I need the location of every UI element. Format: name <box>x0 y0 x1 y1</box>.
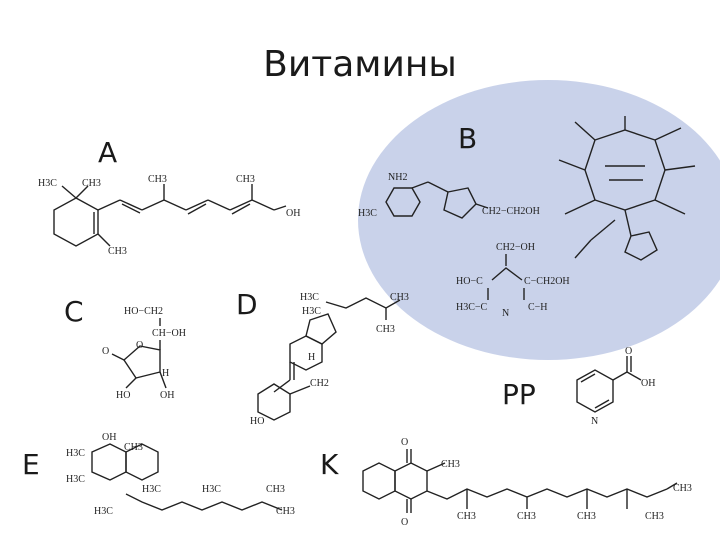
vitamin-k-chain-ch3-5: CH3 <box>673 483 692 494</box>
vitamin-a-structure: H3C CH3 CH3 CH3 OH CH3 <box>38 174 300 257</box>
label-vitamin-e: E <box>22 448 40 481</box>
vitamin-d-ch3-a: CH3 <box>390 292 409 303</box>
vitamin-b6-structure: CH2−OH HO−C C−CH2OH H3C−C N C−H <box>456 242 570 319</box>
vitamin-a-ch3-bottom: CH3 <box>108 246 127 257</box>
vitamin-c-ho: HO <box>116 390 130 401</box>
label-vitamin-c: C <box>64 295 84 328</box>
vitamin-d-h: H <box>308 352 315 363</box>
vitamin-pp-n: N <box>591 416 598 427</box>
vitamin-e-chain-ch3-2: H3C <box>202 484 221 495</box>
vitamin-k-o-top: O <box>401 437 408 448</box>
label-vitamin-k: K <box>320 448 339 481</box>
vitamin-b1-nh2: NH2 <box>388 172 407 183</box>
vitamin-k-ch3-top: CH3 <box>441 459 460 470</box>
label-vitamin-a: A <box>98 136 118 169</box>
vitamin-pp-oh: OH <box>641 378 655 389</box>
vitamin-b6-ho: HO−C <box>456 276 483 287</box>
label-vitamin-b: B <box>458 122 478 155</box>
vitamin-c-oh: OH <box>160 390 174 401</box>
vitamin-b6-ch2oh-top: CH2−OH <box>496 242 535 253</box>
vitamin-b6-h3c: H3C−C <box>456 302 488 313</box>
vitamin-k-chain-ch3-3: CH3 <box>577 511 596 522</box>
vitamin-c-h: H <box>162 368 169 379</box>
vitamin-e-h3c-2: H3C <box>66 474 85 485</box>
vitamin-k-structure: O CH3 O CH3 CH3 CH3 CH3 CH3 <box>362 437 692 528</box>
vitamin-c-carbonyl-o: O <box>102 346 109 357</box>
vitamin-d-ho: HO <box>250 416 264 427</box>
vitamin-pp-o: O <box>625 346 632 357</box>
vitamin-e-h3c-1: H3C <box>66 448 85 459</box>
vitamin-k-o-bottom: O <box>401 517 408 528</box>
vitamin-b6-ch: C−H <box>528 302 548 313</box>
vitamin-e-structure: OH CH3 H3C H3C H3C H3C H3C CH3 CH3 <box>66 432 295 517</box>
vitamin-c-ring-o: O <box>136 340 143 351</box>
vitamin-a-ch3-top: CH3 <box>82 178 101 189</box>
vitamin-e-chain-ch3-1: H3C <box>142 484 161 495</box>
vitamin-c-ch-oh: CH−OH <box>152 328 186 339</box>
vitamin-e-chain-ch3-4: CH3 <box>276 506 295 517</box>
vitamin-d-ch2: CH2 <box>310 378 329 389</box>
vitamin-e-oh: OH <box>102 432 116 443</box>
vitamin-b12-structure <box>558 116 696 261</box>
vitamin-c-structure: HO−CH2 CH−OH O O H HO OH <box>102 306 186 401</box>
vitamin-e-chain-ch3-3: CH3 <box>266 484 285 495</box>
vitamin-b1-h3c: H3C <box>358 208 377 219</box>
label-vitamin-d: D <box>236 288 258 321</box>
vitamin-d-h3c: H3C <box>300 292 319 303</box>
vitamin-c-ho-ch2: HO−CH2 <box>124 306 163 317</box>
vitamin-a-ch3-chain-1: CH3 <box>148 174 167 185</box>
label-vitamin-pp: PP <box>502 378 536 411</box>
vitamin-e-h3c-o: H3C <box>94 506 113 517</box>
vitamin-k-chain-ch3-1: CH3 <box>457 511 476 522</box>
vitamin-d-h3c-2: H3C <box>302 306 321 317</box>
vitamin-b6-ch2oh-right: C−CH2OH <box>524 276 570 287</box>
vitamin-d-ch3-b: CH3 <box>376 324 395 335</box>
vitamin-k-chain-ch3-2: CH3 <box>517 511 536 522</box>
vitamin-b6-n: N <box>502 308 509 319</box>
vitamin-pp-structure: O OH N <box>576 346 655 427</box>
vitamin-b1-structure: NH2 H3C CH2−CH2OH <box>358 172 540 219</box>
slide-title: Витамины <box>263 44 457 85</box>
vitamin-a-ch3-chain-2: CH3 <box>236 174 255 185</box>
vitamin-a-oh: OH <box>286 208 300 219</box>
vitamin-b1-chain: CH2−CH2OH <box>482 206 540 217</box>
vitamin-d-structure: H3C CH3 CH3 H3C H CH2 HO <box>250 292 409 427</box>
vitamin-b-highlight-circle <box>358 80 720 360</box>
vitamin-k-chain-ch3-4: CH3 <box>645 511 664 522</box>
vitamin-a-h3c: H3C <box>38 178 57 189</box>
